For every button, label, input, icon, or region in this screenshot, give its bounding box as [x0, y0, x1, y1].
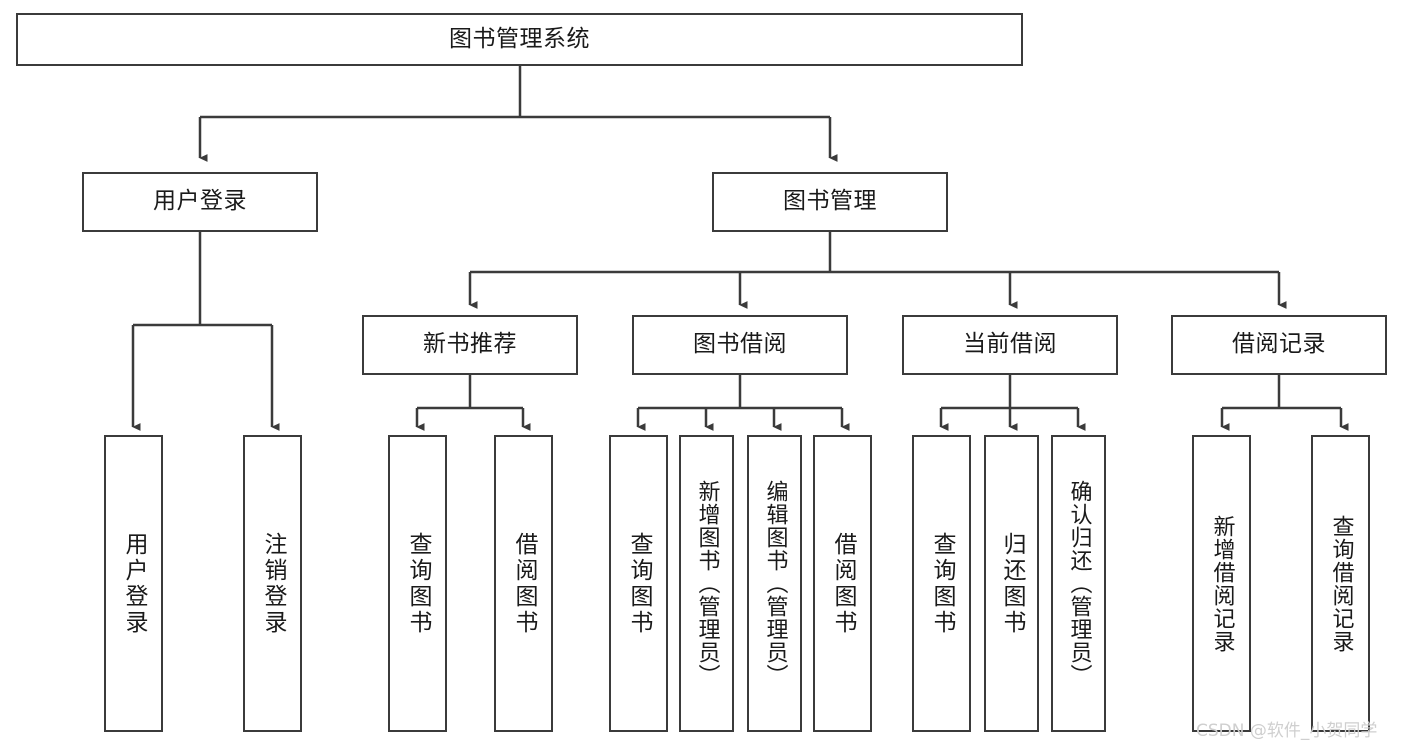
- node-leaf-logout-label: 注销登录: [260, 531, 286, 636]
- node-leaf-borrow-book-2[interactable]: 借阅图书: [813, 435, 872, 732]
- node-borrow-record-label: 借阅记录: [1232, 331, 1326, 358]
- node-user-login-label: 用户登录: [153, 188, 247, 215]
- node-new-book-rec-label: 新书推荐: [423, 331, 517, 358]
- node-leaf-add-book[interactable]: 新增图书（管理员）: [679, 435, 734, 732]
- node-leaf-add-record-label: 新增借阅记录: [1209, 514, 1235, 653]
- node-leaf-query-record[interactable]: 查询借阅记录: [1311, 435, 1370, 732]
- node-leaf-borrow-book-1-label: 借阅图书: [511, 531, 537, 636]
- node-leaf-borrow-book-1[interactable]: 借阅图书: [494, 435, 553, 732]
- node-book-borrow-label: 图书借阅: [693, 331, 787, 358]
- node-current-borrow[interactable]: 当前借阅: [902, 315, 1118, 375]
- node-root-label: 图书管理系统: [449, 25, 590, 52]
- node-leaf-query-book-1[interactable]: 查询图书: [388, 435, 447, 732]
- node-leaf-query-book-1-label: 查询图书: [405, 531, 431, 636]
- node-leaf-borrow-book-2-label: 借阅图书: [830, 531, 856, 636]
- node-new-book-rec[interactable]: 新书推荐: [362, 315, 578, 375]
- node-leaf-user-login[interactable]: 用户登录: [104, 435, 163, 732]
- node-borrow-record[interactable]: 借阅记录: [1171, 315, 1387, 375]
- node-leaf-confirm-return-label: 确认归还（管理员）: [1066, 480, 1092, 687]
- node-leaf-edit-book[interactable]: 编辑图书（管理员）: [747, 435, 802, 732]
- node-root[interactable]: 图书管理系统: [16, 13, 1023, 66]
- node-leaf-edit-book-label: 编辑图书（管理员）: [762, 480, 788, 687]
- node-leaf-add-book-label: 新增图书（管理员）: [694, 480, 720, 687]
- node-leaf-return-book[interactable]: 归还图书: [984, 435, 1039, 732]
- node-leaf-logout[interactable]: 注销登录: [243, 435, 302, 732]
- node-leaf-query-record-label: 查询借阅记录: [1328, 514, 1354, 653]
- node-leaf-add-record[interactable]: 新增借阅记录: [1192, 435, 1251, 732]
- node-leaf-return-book-label: 归还图书: [999, 531, 1025, 636]
- node-book-manage[interactable]: 图书管理: [712, 172, 948, 232]
- node-leaf-query-book-3[interactable]: 查询图书: [912, 435, 971, 732]
- node-leaf-query-book-3-label: 查询图书: [929, 531, 955, 636]
- node-book-borrow[interactable]: 图书借阅: [632, 315, 848, 375]
- watermark-text: CSDN @软件_小贺同学: [1196, 721, 1378, 741]
- node-user-login[interactable]: 用户登录: [82, 172, 318, 232]
- node-leaf-query-book-2[interactable]: 查询图书: [609, 435, 668, 732]
- node-book-manage-label: 图书管理: [783, 188, 877, 215]
- node-leaf-user-login-label: 用户登录: [121, 531, 147, 636]
- node-leaf-confirm-return[interactable]: 确认归还（管理员）: [1051, 435, 1106, 732]
- node-current-borrow-label: 当前借阅: [963, 331, 1057, 358]
- node-leaf-query-book-2-label: 查询图书: [626, 531, 652, 636]
